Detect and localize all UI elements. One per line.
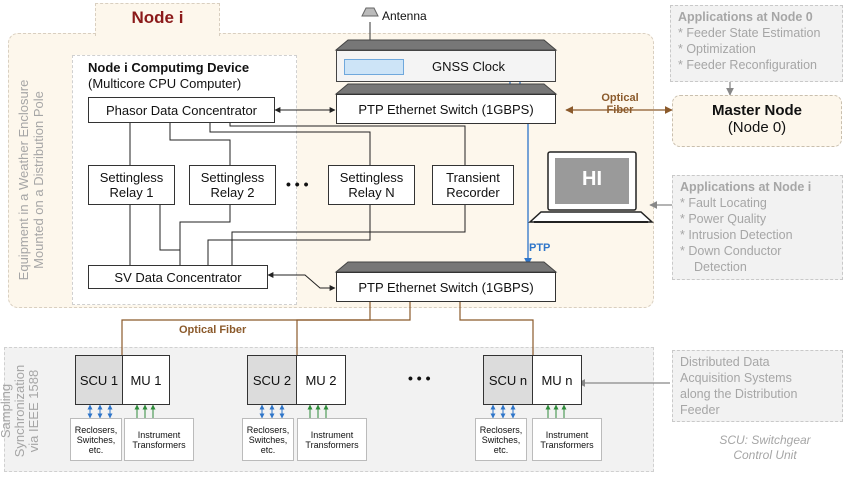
node-title: Node i	[131, 8, 184, 27]
relay-n-line2: Relay N	[348, 185, 395, 200]
settingless-relay-n[interactable]: Settingless Relay N	[328, 165, 415, 205]
transient-recorder-line2: Recorder	[446, 185, 500, 200]
apps-nodei-item: * Power Quality	[680, 212, 767, 226]
phasor-data-concentrator[interactable]: Phasor Data Concentrator	[88, 97, 275, 123]
relay-1-line1: Settingless	[99, 170, 164, 185]
transformers-line: Instrument	[310, 429, 354, 440]
reclosers-n: Reclosers, Switches, etc.	[475, 418, 527, 461]
scu-n[interactable]: SCU n	[483, 355, 533, 405]
transformers-line: Transformers	[305, 439, 359, 450]
gnss-clock-label: GNSS Clock	[432, 58, 505, 74]
relay-1-line2: Relay 1	[109, 185, 154, 200]
ptp-label: PTP	[529, 242, 551, 254]
distributed-line: Acquisition Systems	[680, 371, 792, 385]
ptp-switch-bottom[interactable]: PTP Ethernet Switch (1GBPS)	[336, 272, 556, 302]
reclosers-line: Reclosers,	[74, 424, 118, 435]
scu-2[interactable]: SCU 2	[247, 355, 297, 405]
transformers-n: Instrument Transformers	[532, 418, 602, 461]
settingless-relay-1[interactable]: Settingless Relay 1	[88, 165, 175, 205]
apps-node0-item: * Feeder Reconfiguration	[678, 58, 817, 72]
transformers-line: Instrument	[545, 429, 589, 440]
antenna-label: Antenna	[382, 9, 427, 23]
relay-ellipsis: • • •	[286, 176, 309, 192]
computing-device-title: Node i Computimg Device	[88, 60, 250, 75]
master-node-title: Master Node	[711, 102, 803, 119]
apps-nodei-content: Applications at Node i * Fault Locating …	[680, 179, 811, 275]
node-title-tab	[95, 3, 220, 36]
distributed-line: along the Distribution	[680, 387, 798, 401]
apps-node0-item: * Feeder State Estimation	[678, 26, 821, 40]
scu-note-line1: SCU: Switchgear	[719, 433, 811, 447]
sv-data-concentrator[interactable]: SV Data Concentrator	[88, 265, 268, 289]
transformers-1: Instrument Transformers	[124, 418, 194, 461]
transformers-line: Transformers	[132, 439, 186, 450]
relay-2-line1: Settingless	[200, 170, 265, 185]
apps-nodei-item: Detection	[694, 260, 747, 274]
scu-note: SCU: Switchgear Control Unit	[690, 433, 840, 463]
apps-nodei-item: * Down Conductor	[680, 244, 782, 258]
apps-nodei-title: Applications at Node i	[680, 180, 812, 194]
optical-fiber-top-line1: Optical	[601, 92, 639, 104]
transformers-2: Instrument Transformers	[297, 418, 367, 461]
reclosers-1: Reclosers, Switches, etc.	[70, 418, 122, 461]
reclosers-line: Reclosers,	[479, 424, 523, 435]
reclosers-line: Switches,	[76, 434, 116, 445]
apps-node0-item: * Optimization	[678, 42, 756, 56]
gnss-display	[344, 59, 404, 75]
reclosers-line: Switches,	[248, 434, 288, 445]
mu-1[interactable]: MU 1	[122, 355, 170, 405]
distributed-label: Distributed Data Acquisition Systems alo…	[680, 354, 797, 418]
reclosers-line: etc.	[260, 444, 276, 455]
optical-fiber-top-line2: Fiber	[606, 104, 634, 116]
transformers-line: Transformers	[540, 439, 594, 450]
master-node-subtitle: (Node 0)	[727, 119, 787, 136]
master-node-box[interactable]: Master Node (Node 0)	[672, 95, 842, 147]
apps-node0-panel	[670, 5, 843, 82]
gnss-clock-box[interactable]: GNSS Clock	[336, 50, 556, 82]
relay-2-line2: Relay 2	[210, 185, 255, 200]
scu-note-line2: Control Unit	[733, 448, 797, 462]
distributed-panel	[672, 350, 843, 422]
mu-2[interactable]: MU 2	[296, 355, 346, 405]
transient-recorder-line1: Transient	[446, 170, 500, 185]
apps-nodei-item: * Intrusion Detection	[680, 228, 793, 242]
reclosers-line: etc.	[493, 444, 509, 455]
scu-1[interactable]: SCU 1	[75, 355, 123, 405]
ptp-switch-top[interactable]: PTP Ethernet Switch (1GBPS)	[336, 94, 556, 124]
apps-node0-title: Applications at Node 0	[678, 10, 813, 24]
distributed-line: Feeder	[680, 403, 720, 417]
optical-fiber-top-label: Optical Fiber	[590, 92, 650, 116]
settingless-relay-2[interactable]: Settingless Relay 2	[189, 165, 276, 205]
reclosers-line: Switches,	[481, 434, 521, 445]
transient-recorder[interactable]: Transient Recorder	[432, 165, 514, 205]
units-ellipsis: • • •	[408, 370, 431, 386]
apps-node0-content: Applications at Node 0 * Feeder State Es…	[678, 9, 820, 73]
distributed-line: Distributed Data	[680, 355, 770, 369]
reclosers-2: Reclosers, Switches, etc.	[242, 418, 294, 461]
apps-nodei-panel	[672, 175, 843, 280]
mu-n[interactable]: MU n	[532, 355, 582, 405]
relay-n-line1: Settingless	[339, 170, 404, 185]
reclosers-line: etc.	[88, 444, 104, 455]
hi-label[interactable]: HI	[582, 168, 602, 190]
apps-nodei-item: * Fault Locating	[680, 196, 767, 210]
computing-device-subtitle: (Multicore CPU Computer)	[88, 76, 242, 91]
transformers-line: Instrument	[137, 429, 181, 440]
optical-fiber-bottom-label: Optical Fiber	[176, 324, 250, 336]
reclosers-line: Reclosers,	[246, 424, 290, 435]
